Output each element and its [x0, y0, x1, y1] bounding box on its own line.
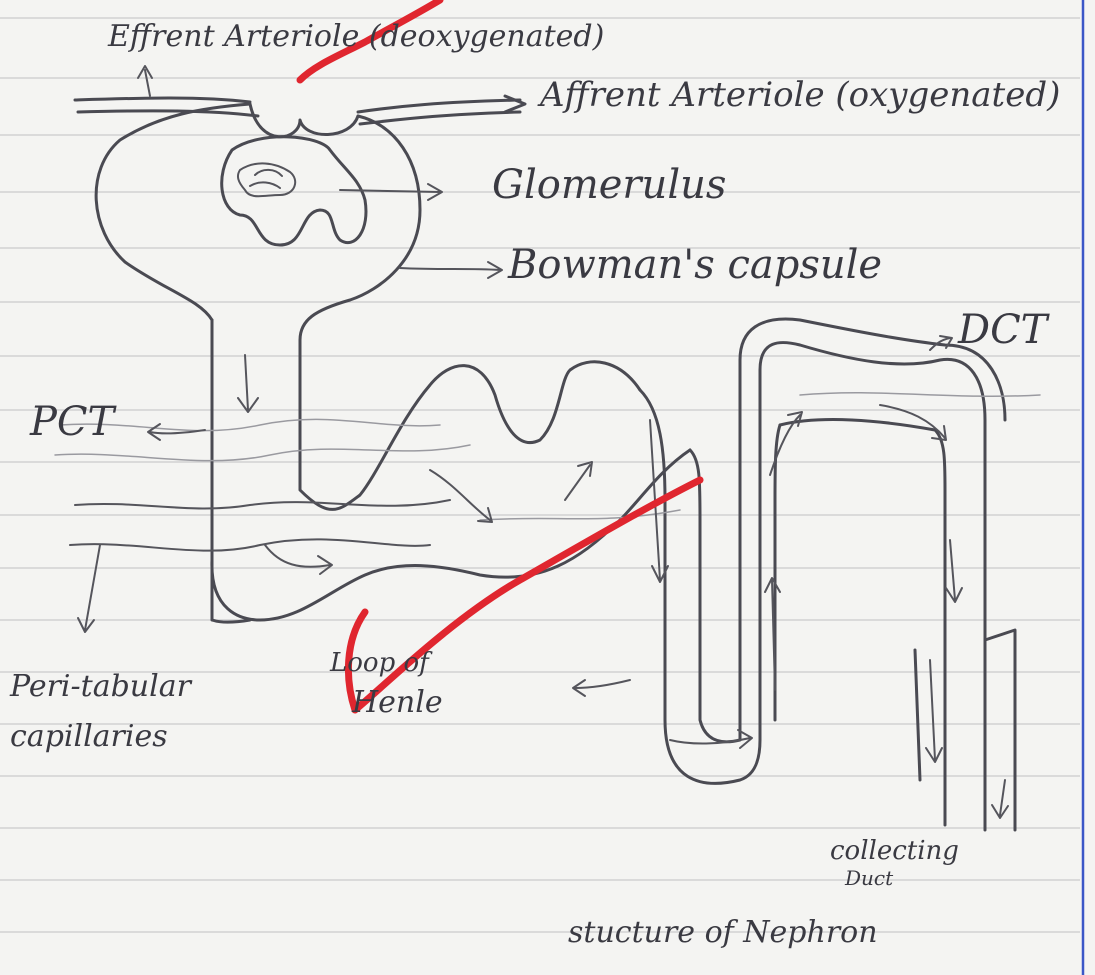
label-dct: DCT	[958, 310, 1047, 350]
label-peritubular-line1: Peri-tabular	[10, 672, 191, 702]
label-pct: PCT	[30, 402, 114, 442]
label-collecting-line1: collecting	[830, 838, 959, 864]
label-afferent-arteriole: Affrent Arteriole (oxygenated)	[540, 78, 1060, 112]
ruled-lines	[0, 18, 1080, 932]
label-efferent-arteriole: Effrent Arteriole (deoxygenated)	[108, 22, 604, 52]
diagram-caption: stucture of Nephron	[568, 918, 878, 948]
label-loop-line1: Loop of	[330, 650, 429, 676]
label-collecting-line2: Duct	[845, 868, 893, 888]
label-glomerulus: Glomerulus	[492, 165, 726, 205]
label-bowmans-capsule: Bowman's capsule	[508, 245, 882, 285]
arteriole-vessels	[75, 66, 525, 124]
label-loop-line2: Henle	[352, 688, 443, 718]
label-peritubular-line2: capillaries	[10, 722, 168, 752]
